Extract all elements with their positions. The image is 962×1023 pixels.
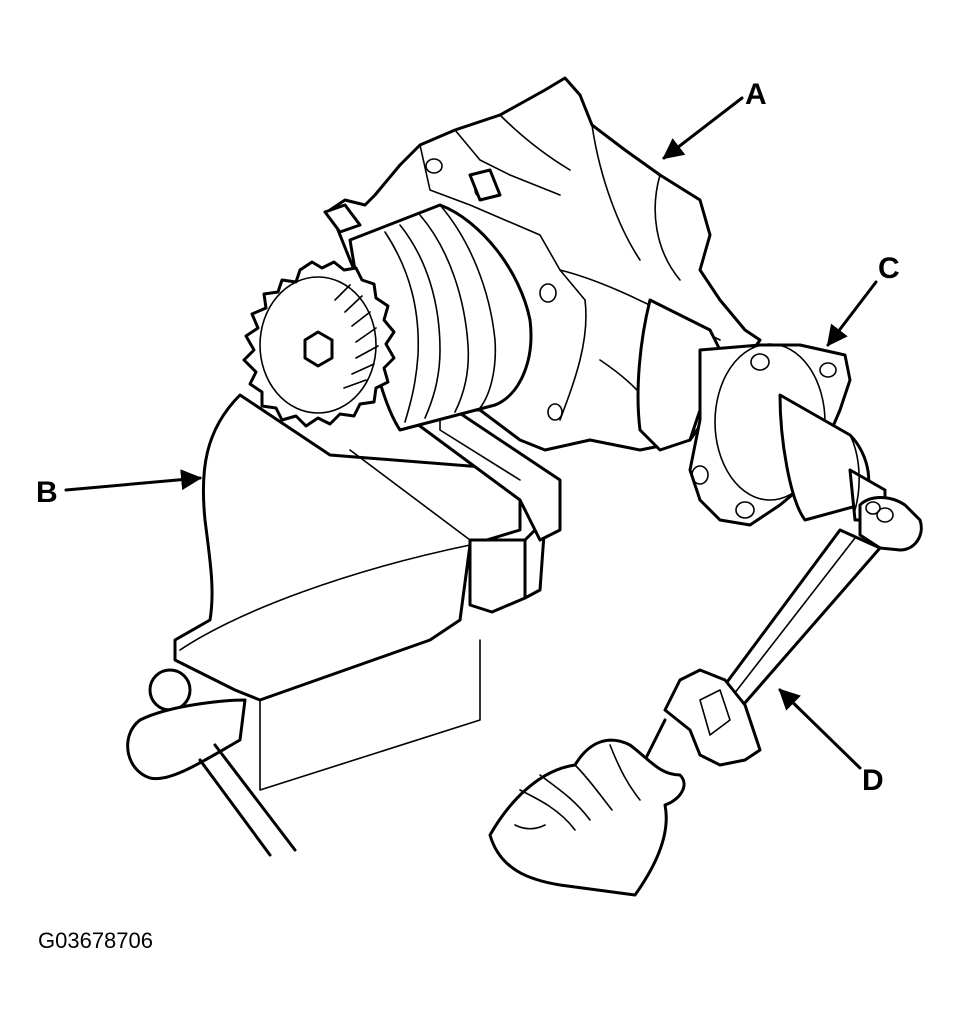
callout-d: D: [862, 764, 884, 797]
leader-c: [826, 280, 878, 347]
leader-a: [662, 96, 744, 160]
callout-b: B: [36, 476, 58, 509]
torque-wrench: [618, 496, 923, 812]
hand: [488, 738, 686, 897]
leader-b: [64, 469, 203, 492]
figure-id: G03678706: [38, 928, 153, 953]
leader-d: [778, 688, 862, 770]
vise: [126, 393, 562, 857]
pinion-gear: [242, 260, 396, 428]
callout-c: C: [878, 252, 900, 285]
callout-a: A: [745, 78, 767, 111]
